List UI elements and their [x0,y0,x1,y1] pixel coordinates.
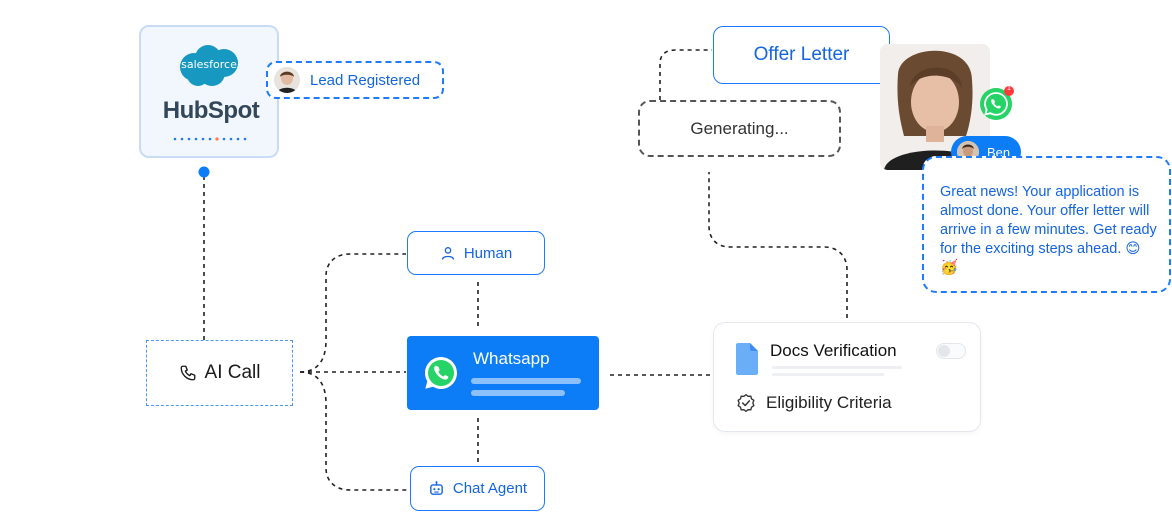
salesforce-logo-text: salesforce [181,58,237,71]
placeholder-line [772,366,902,369]
phone-icon [180,365,195,381]
user-icon [441,247,454,260]
lead-avatar [274,67,300,93]
carousel-dots [173,137,247,141]
whatsapp-label: Whatsapp [473,349,550,368]
contact-name: Ben [987,144,1011,160]
docs-verification-label: Docs Verification [770,341,897,360]
generating-status: Generating... [638,100,841,157]
connector-generating-offer [659,49,712,100]
chat-agent-label: Chat Agent [452,480,528,497]
robot-icon [430,481,443,495]
lead-registered-badge: Lead Registered [266,61,444,99]
crm-logos-card: salesforce HubSpot [139,25,279,158]
whatsapp-node[interactable]: Whatsapp [407,336,599,410]
ai-call-node[interactable]: AI Call [146,340,293,406]
whatsapp-icon [980,86,1014,120]
connector-docs-generating [708,172,848,318]
human-label: Human [463,244,513,262]
document-icon [736,343,758,375]
hubspot-logo-text: HubSpot [162,97,260,124]
contact-photo [880,44,990,170]
placeholder-line [772,373,884,376]
generating-label: Generating... [690,118,789,138]
connector-aicall-chatagent [299,371,409,491]
toggle-knob [938,345,950,357]
whatsapp-icon [425,357,457,389]
verified-badge-icon [737,394,755,412]
ai-call-label: AI Call [204,362,261,383]
message-placeholder-bar [471,378,581,384]
docs-verification-card: Docs Verification Eligibility Criteria [713,322,981,432]
salesforce-logo [180,45,238,86]
notification-count: 1 [1007,85,1011,92]
connector-node-dot [198,166,210,178]
message-bubble: Great news! Your application is almost d… [922,156,1171,293]
hubspot-logo: HubSpot [161,97,261,125]
docs-verification-toggle[interactable] [936,343,966,359]
message-placeholder-bar [471,390,565,396]
lead-registered-label: Lead Registered [310,71,421,89]
message-text: Great news! Your application is almost d… [940,184,1157,276]
eligibility-criteria-label: Eligibility Criteria [766,393,892,412]
whatsapp-notification: 1 [979,85,1015,127]
offer-letter-label: Offer Letter [753,44,850,65]
chat-agent-node[interactable]: Chat Agent [410,466,545,511]
offer-letter-node[interactable]: Offer Letter [713,26,890,84]
connector-aicall-human [299,253,406,373]
human-node[interactable]: Human [407,231,545,275]
